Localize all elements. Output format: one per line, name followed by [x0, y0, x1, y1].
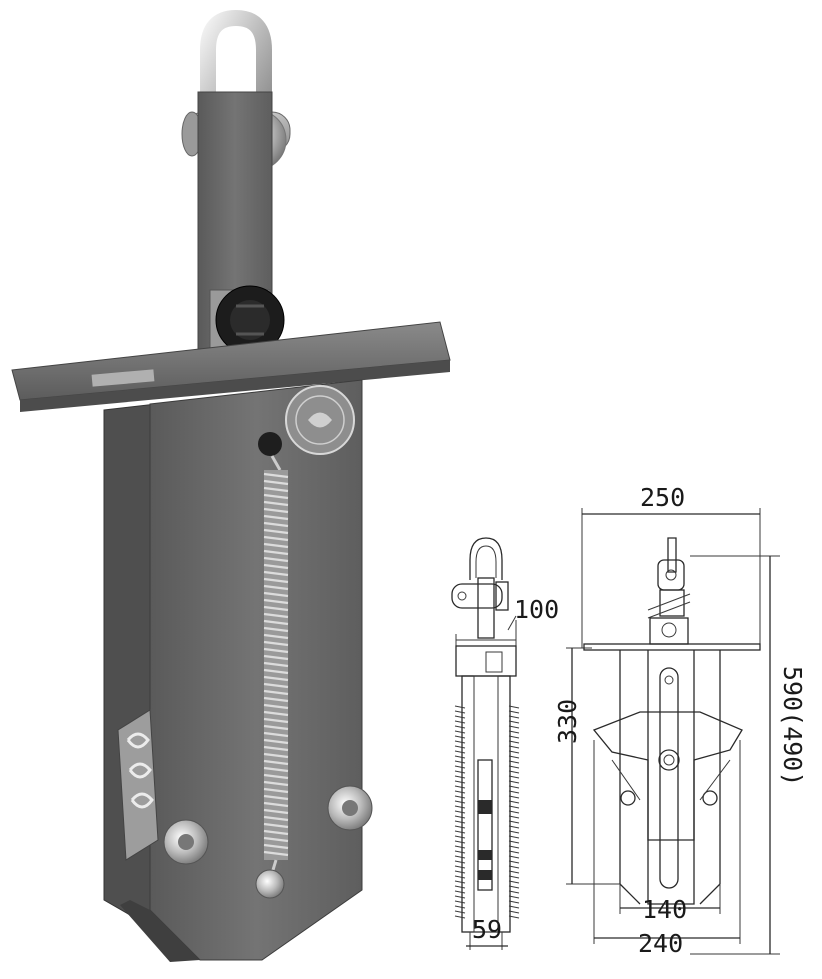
body-tip: [120, 900, 200, 962]
clamp-illustration: [11, 9, 451, 962]
plate-label: [91, 369, 155, 387]
front-view-drawing: 250 590(490) 330: [553, 483, 807, 958]
dim-side-top: 100: [514, 595, 559, 624]
dim-front-outer: 240: [638, 929, 683, 958]
dim-front-lower: 330: [553, 699, 582, 744]
top-plate-edge: [20, 360, 450, 412]
dim-side-bottom: 59: [472, 915, 502, 944]
dim-front-height: 590(490): [778, 666, 807, 786]
clamp-body: [149, 379, 363, 961]
bolt-left-icon: [163, 819, 209, 865]
emblem-icon: [285, 385, 355, 455]
dim-front-inner: 140: [642, 895, 687, 924]
cam-chain-icon: [117, 709, 159, 861]
dim-front-width: 250: [640, 483, 685, 512]
side-view-drawing: 100 59: [451, 537, 559, 950]
bolt-right-icon: [327, 785, 373, 831]
spring-icon: [255, 432, 289, 899]
